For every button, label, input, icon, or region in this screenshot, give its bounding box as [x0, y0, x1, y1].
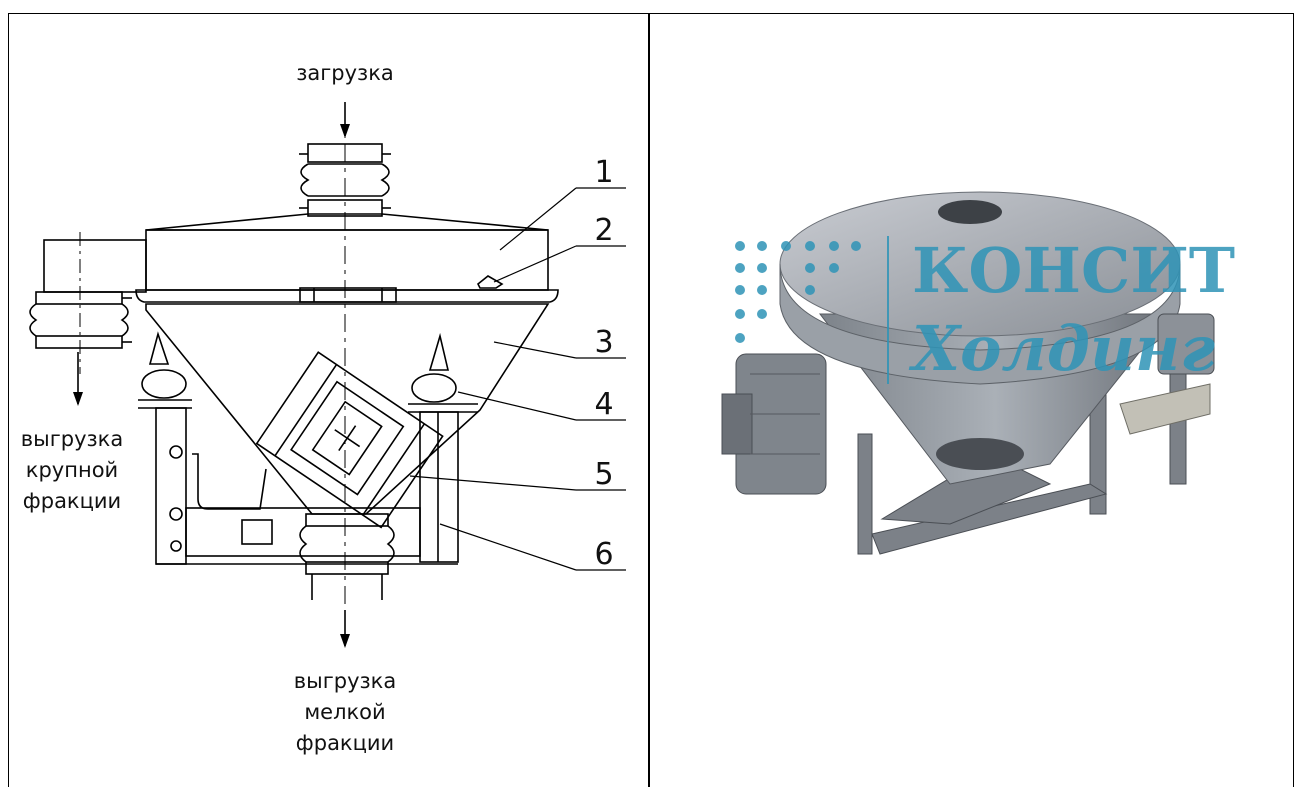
coarse-outlet — [29, 232, 147, 374]
coarse-arrowhead — [73, 392, 83, 406]
technical-drawing-panel: загрузка — [10, 14, 647, 787]
center-clamp — [299, 287, 397, 303]
callout-6: 6 — [594, 537, 613, 572]
fine-outlet-pipe — [936, 438, 1024, 470]
machine-drum — [779, 263, 1181, 385]
coarse-label-3: фракции — [23, 489, 121, 513]
logo-dots — [735, 241, 861, 343]
part-2-marker — [476, 275, 504, 289]
coarse-label-2: крупной — [26, 458, 118, 482]
base-plate — [241, 519, 273, 545]
watermark-logo: КОНСИТ Холдинг — [735, 234, 1235, 385]
sieve-drum — [145, 229, 549, 291]
callout-5: 5 — [594, 457, 613, 492]
callout-2: 2 — [594, 213, 613, 248]
base-frame — [185, 507, 421, 557]
machine-frame — [857, 373, 1187, 555]
coarse-outlet-spout — [1157, 313, 1215, 375]
coarse-label-1: выгрузка — [21, 427, 123, 451]
right-support — [408, 332, 478, 563]
logo-line-1: КОНСИТ — [912, 234, 1235, 307]
callout-1: 1 — [594, 155, 613, 190]
logo-line-2: Холдинг — [908, 312, 1215, 385]
vibration-motor — [255, 351, 444, 529]
fine-arrowhead — [340, 634, 350, 648]
product-photo-panel: КОНСИТ Холдинг — [650, 14, 1293, 787]
load-label: загрузка — [296, 61, 394, 85]
sieve-technical-drawing: загрузка — [21, 61, 626, 755]
table-frame — [8, 13, 1294, 787]
load-arrowhead — [340, 124, 350, 138]
fine-label-1: выгрузка — [294, 669, 396, 693]
side-bracket — [1119, 383, 1211, 435]
machine-motor — [721, 353, 827, 495]
sieve-machine-illustration: КОНСИТ Холдинг — [721, 191, 1235, 555]
callout-4: 4 — [594, 387, 613, 422]
fine-label-2: мелкой — [304, 700, 385, 724]
inlet-pipe — [938, 200, 1002, 224]
callout-3: 3 — [594, 325, 613, 360]
flange-ring — [135, 289, 559, 303]
fine-outlet — [299, 513, 395, 600]
fine-label-3: фракции — [296, 731, 394, 755]
left-support — [138, 331, 267, 565]
callout-leaders — [409, 187, 626, 571]
column-divider — [648, 13, 650, 787]
